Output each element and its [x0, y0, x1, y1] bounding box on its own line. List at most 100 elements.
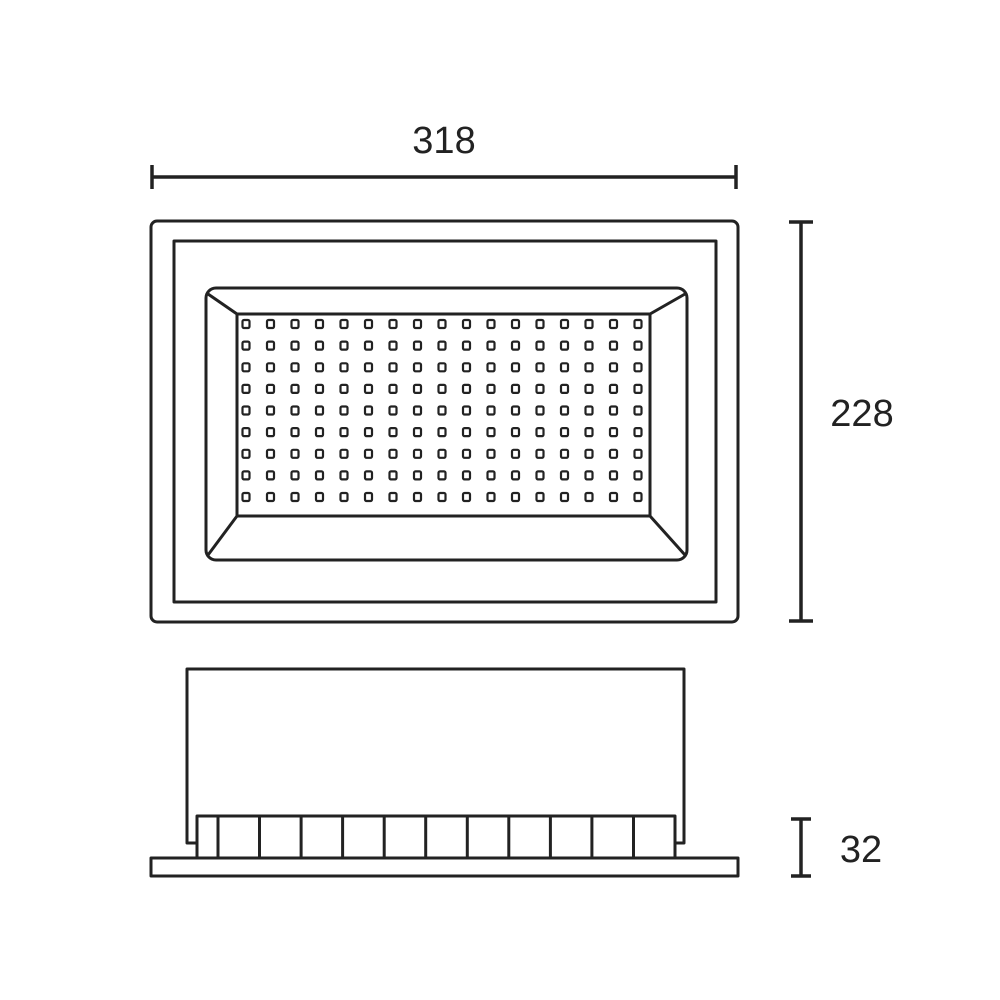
led-chip [339, 448, 349, 459]
led-chip [559, 405, 570, 416]
led-chip [290, 362, 300, 373]
led-chip [584, 427, 594, 438]
led-chip [535, 427, 545, 438]
led-chip [363, 362, 374, 373]
led-chip [339, 383, 349, 394]
led-chip [339, 405, 349, 416]
led-chip [388, 383, 398, 394]
led-chip [608, 491, 619, 503]
led-chip [388, 405, 398, 416]
bevel-top-left [207, 292, 238, 316]
led-chip [437, 318, 447, 330]
led-chip [437, 470, 447, 481]
led-chip [339, 491, 349, 503]
led-chip [241, 362, 251, 373]
led-chip [290, 318, 300, 330]
led-chip [339, 427, 349, 438]
side-fin-strip [195, 814, 677, 860]
led-chip [608, 448, 619, 459]
led-chip [363, 448, 374, 459]
led-chip [363, 340, 374, 351]
led-chip [461, 362, 472, 373]
led-chip [265, 362, 276, 373]
led-chip [486, 470, 496, 481]
led-chip [510, 470, 521, 481]
led-chip [388, 470, 398, 481]
led-chip [265, 340, 276, 351]
led-chip [339, 362, 349, 373]
led-chip [584, 340, 594, 351]
led-chip [314, 340, 325, 351]
outer-housing [149, 219, 740, 624]
side-view [149, 667, 740, 878]
led-chip [584, 448, 594, 459]
led-chip [241, 448, 251, 459]
depth-dimension: 32 [791, 817, 882, 878]
led-chip [633, 405, 643, 416]
led-chip [412, 383, 423, 394]
led-chip [241, 383, 251, 394]
led-chip [265, 383, 276, 394]
led-chip [388, 491, 398, 503]
led-chip [559, 340, 570, 351]
led-chip [510, 427, 521, 438]
led-chip [559, 470, 570, 481]
led-chip [584, 491, 594, 503]
led-chip [633, 470, 643, 481]
led-chip [388, 427, 398, 438]
led-chip [412, 405, 423, 416]
led-chip [510, 383, 521, 394]
led-chip [486, 405, 496, 416]
led-chip [608, 405, 619, 416]
led-chip [437, 448, 447, 459]
led-chip [510, 405, 521, 416]
led-panel [235, 312, 652, 518]
led-chip [535, 448, 545, 459]
led-chip [486, 383, 496, 394]
led-chip [510, 491, 521, 503]
led-chip [265, 448, 276, 459]
bevel-top-right [649, 292, 686, 316]
led-chip [510, 318, 521, 330]
led-chip [461, 448, 472, 459]
led-chip [486, 448, 496, 459]
led-chip [608, 318, 619, 330]
height-dimension: 228 [789, 220, 894, 623]
led-chip [363, 491, 374, 503]
led-chip [535, 383, 545, 394]
side-base-plate [149, 856, 740, 878]
led-chip [339, 470, 349, 481]
led-chip [290, 427, 300, 438]
led-chip [412, 340, 423, 351]
led-chip [437, 491, 447, 503]
led-chip [290, 470, 300, 481]
led-chip [290, 448, 300, 459]
led-chip [290, 340, 300, 351]
led-chip [314, 383, 325, 394]
led-chip [437, 340, 447, 351]
led-chip [363, 470, 374, 481]
led-chip [461, 427, 472, 438]
side-fin-dividers [216, 816, 635, 858]
led-chip [608, 340, 619, 351]
led-chip [241, 318, 251, 330]
led-chip [265, 405, 276, 416]
led-chip [241, 427, 251, 438]
led-chip [265, 318, 276, 330]
led-chip [584, 470, 594, 481]
led-chip [412, 470, 423, 481]
led-chip [633, 491, 643, 503]
led-chip [584, 318, 594, 330]
led-chip [486, 362, 496, 373]
led-chip [510, 362, 521, 373]
led-chip [559, 318, 570, 330]
led-chip [437, 383, 447, 394]
led-chip [437, 427, 447, 438]
led-chip [290, 491, 300, 503]
led-chip [608, 427, 619, 438]
led-chip [461, 405, 472, 416]
led-chip [265, 470, 276, 481]
led-chip [535, 405, 545, 416]
led-chip [584, 383, 594, 394]
led-chip [584, 405, 594, 416]
